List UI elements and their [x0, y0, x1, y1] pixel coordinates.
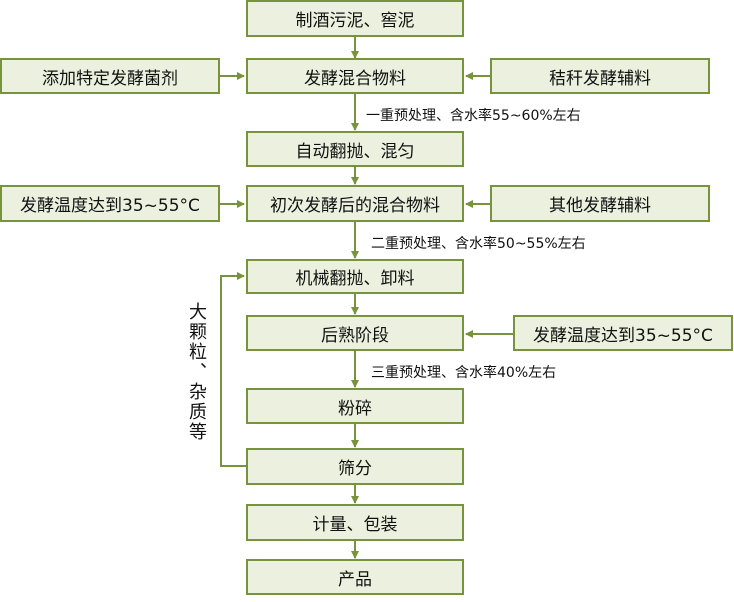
note-pretreatment-3: 三重预处理、含水率40%左右 [371, 365, 557, 381]
node-sieving: 筛分 [246, 448, 464, 485]
node-metering-packing: 计量、包装 [246, 504, 464, 541]
node-machine-turning: 机械翻抛、卸料 [246, 259, 464, 294]
node-post-maturation: 后熟阶段 [246, 315, 464, 351]
node-temp-right: 发酵温度达到35~55°C [513, 315, 733, 351]
node-add-inoculant: 添加特定发酵菌剂 [0, 58, 220, 94]
node-temp-left: 发酵温度达到35~55°C [0, 185, 220, 222]
node-distiller-sludge: 制酒污泥、窖泥 [246, 0, 464, 37]
note-pretreatment-1: 一重预处理、含水率55~60%左右 [366, 108, 581, 124]
node-other-auxiliary: 其他发酵辅料 [490, 185, 710, 222]
note-pretreatment-2: 二重预处理、含水率50~55%左右 [371, 236, 586, 252]
node-product: 产品 [246, 559, 464, 595]
node-auto-turning: 自动翻抛、混匀 [246, 131, 464, 167]
node-straw-auxiliary: 秸秆发酵辅料 [490, 58, 710, 94]
note-loop-impurities: 大颗粒、杂质等 [186, 302, 207, 442]
node-fermentation-mix: 发酵混合物料 [246, 58, 464, 94]
node-crushing: 粉碎 [246, 388, 464, 424]
node-primary-fermented-mix: 初次发酵后的混合物料 [246, 185, 464, 222]
edge-n8-loop-n5 [220, 272, 246, 467]
